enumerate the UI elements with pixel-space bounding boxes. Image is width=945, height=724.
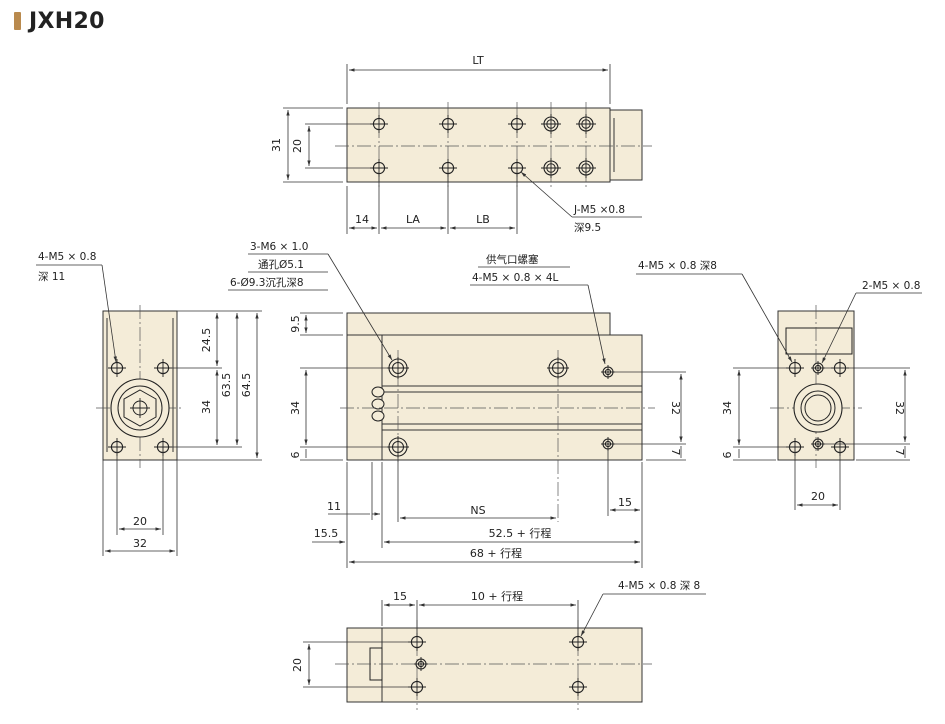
right-view: 4-M5 × 0.8 深8 2-M5 × 0.8 34 6 32 7 20	[636, 260, 922, 510]
dim-10-stroke: 10 + 行程	[471, 590, 523, 603]
dim-63-5: 63.5	[220, 373, 233, 398]
front-view-end-plate	[346, 334, 383, 461]
callout-through-hole: 通孔Ø5.1	[258, 258, 304, 271]
dim-32-right: 32	[893, 401, 906, 415]
top-view-end-cap	[609, 109, 643, 181]
title-marker	[14, 12, 21, 30]
dim-68: 68 + 行程	[470, 547, 522, 560]
dim-20-right: 20	[811, 490, 825, 503]
front-view-cylinder	[381, 334, 643, 461]
left-view: 4-M5 × 0.8 深 11 24.5 34 63.5 64.5 20 32	[36, 251, 262, 556]
callout-bottom: 4-M5 × 0.8 深 8	[618, 580, 700, 592]
callout-j-depth: 深9.5	[574, 222, 601, 234]
dim-52-5: 52.5 + 行程	[489, 527, 552, 540]
dim-64-5: 64.5	[240, 373, 253, 398]
dim-32-front: 32	[669, 401, 682, 415]
dim-34-right: 34	[721, 401, 734, 415]
dim-6-right: 6	[721, 452, 734, 459]
dim-9-5: 9.5	[289, 315, 302, 333]
dim-20-bottom: 20	[133, 515, 147, 528]
bottom-view: 15 10 + 行程 4-M5 × 0.8 深 8 20	[291, 580, 706, 710]
top-view-body	[346, 107, 611, 183]
front-view-top-plate	[346, 312, 611, 336]
header: JXH20	[14, 6, 105, 36]
dim-7-front: 7	[669, 449, 682, 456]
callout-right-side: 2-M5 × 0.8	[862, 280, 920, 292]
callout-counterbore: 6-Ø9.3沉孔深8	[230, 276, 304, 289]
dim-20-bottom-view: 20	[291, 658, 304, 672]
dim-31: 31	[270, 138, 283, 152]
callout-air-thread: 4-M5 × 0.8 × 4L	[472, 272, 559, 284]
dim-15-front: 15	[618, 496, 632, 509]
dim-34: 34	[200, 400, 213, 414]
page-title: JXH20	[29, 8, 105, 34]
callout-left-depth: 深 11	[38, 271, 65, 283]
dim-6-front: 6	[289, 452, 302, 459]
dim-15-5: 15.5	[314, 527, 339, 540]
dim-la: LA	[406, 213, 420, 226]
dim-lb: LB	[476, 213, 490, 226]
callout-left-thread: 4-M5 × 0.8	[38, 251, 96, 263]
dim-24-5: 24.5	[200, 328, 213, 353]
top-view: LT 31 20 14 LA LB J-M5 ×0.8 深9.5	[270, 54, 652, 234]
dim-14: 14	[355, 213, 369, 226]
dim-lt: LT	[472, 54, 484, 67]
dim-34-front: 34	[289, 401, 302, 415]
callout-air-plug: 供气口螺塞	[486, 253, 539, 266]
front-view: 3-M6 × 1.0 通孔Ø5.1 6-Ø9.3沉孔深8 供气口螺塞 4-M5 …	[228, 241, 686, 568]
dim-20: 20	[291, 139, 304, 153]
callout-right-top: 4-M5 × 0.8 深8	[638, 260, 717, 272]
callout-j-thread: J-M5 ×0.8	[573, 204, 625, 216]
dim-ns: NS	[470, 504, 485, 517]
callout-m6: 3-M6 × 1.0	[250, 241, 308, 253]
right-view-slide	[785, 327, 853, 355]
dim-32-bottom: 32	[133, 537, 147, 550]
dim-15-bottom: 15	[393, 590, 407, 603]
dim-7-right: 7	[893, 449, 906, 456]
dim-11: 11	[327, 500, 341, 513]
